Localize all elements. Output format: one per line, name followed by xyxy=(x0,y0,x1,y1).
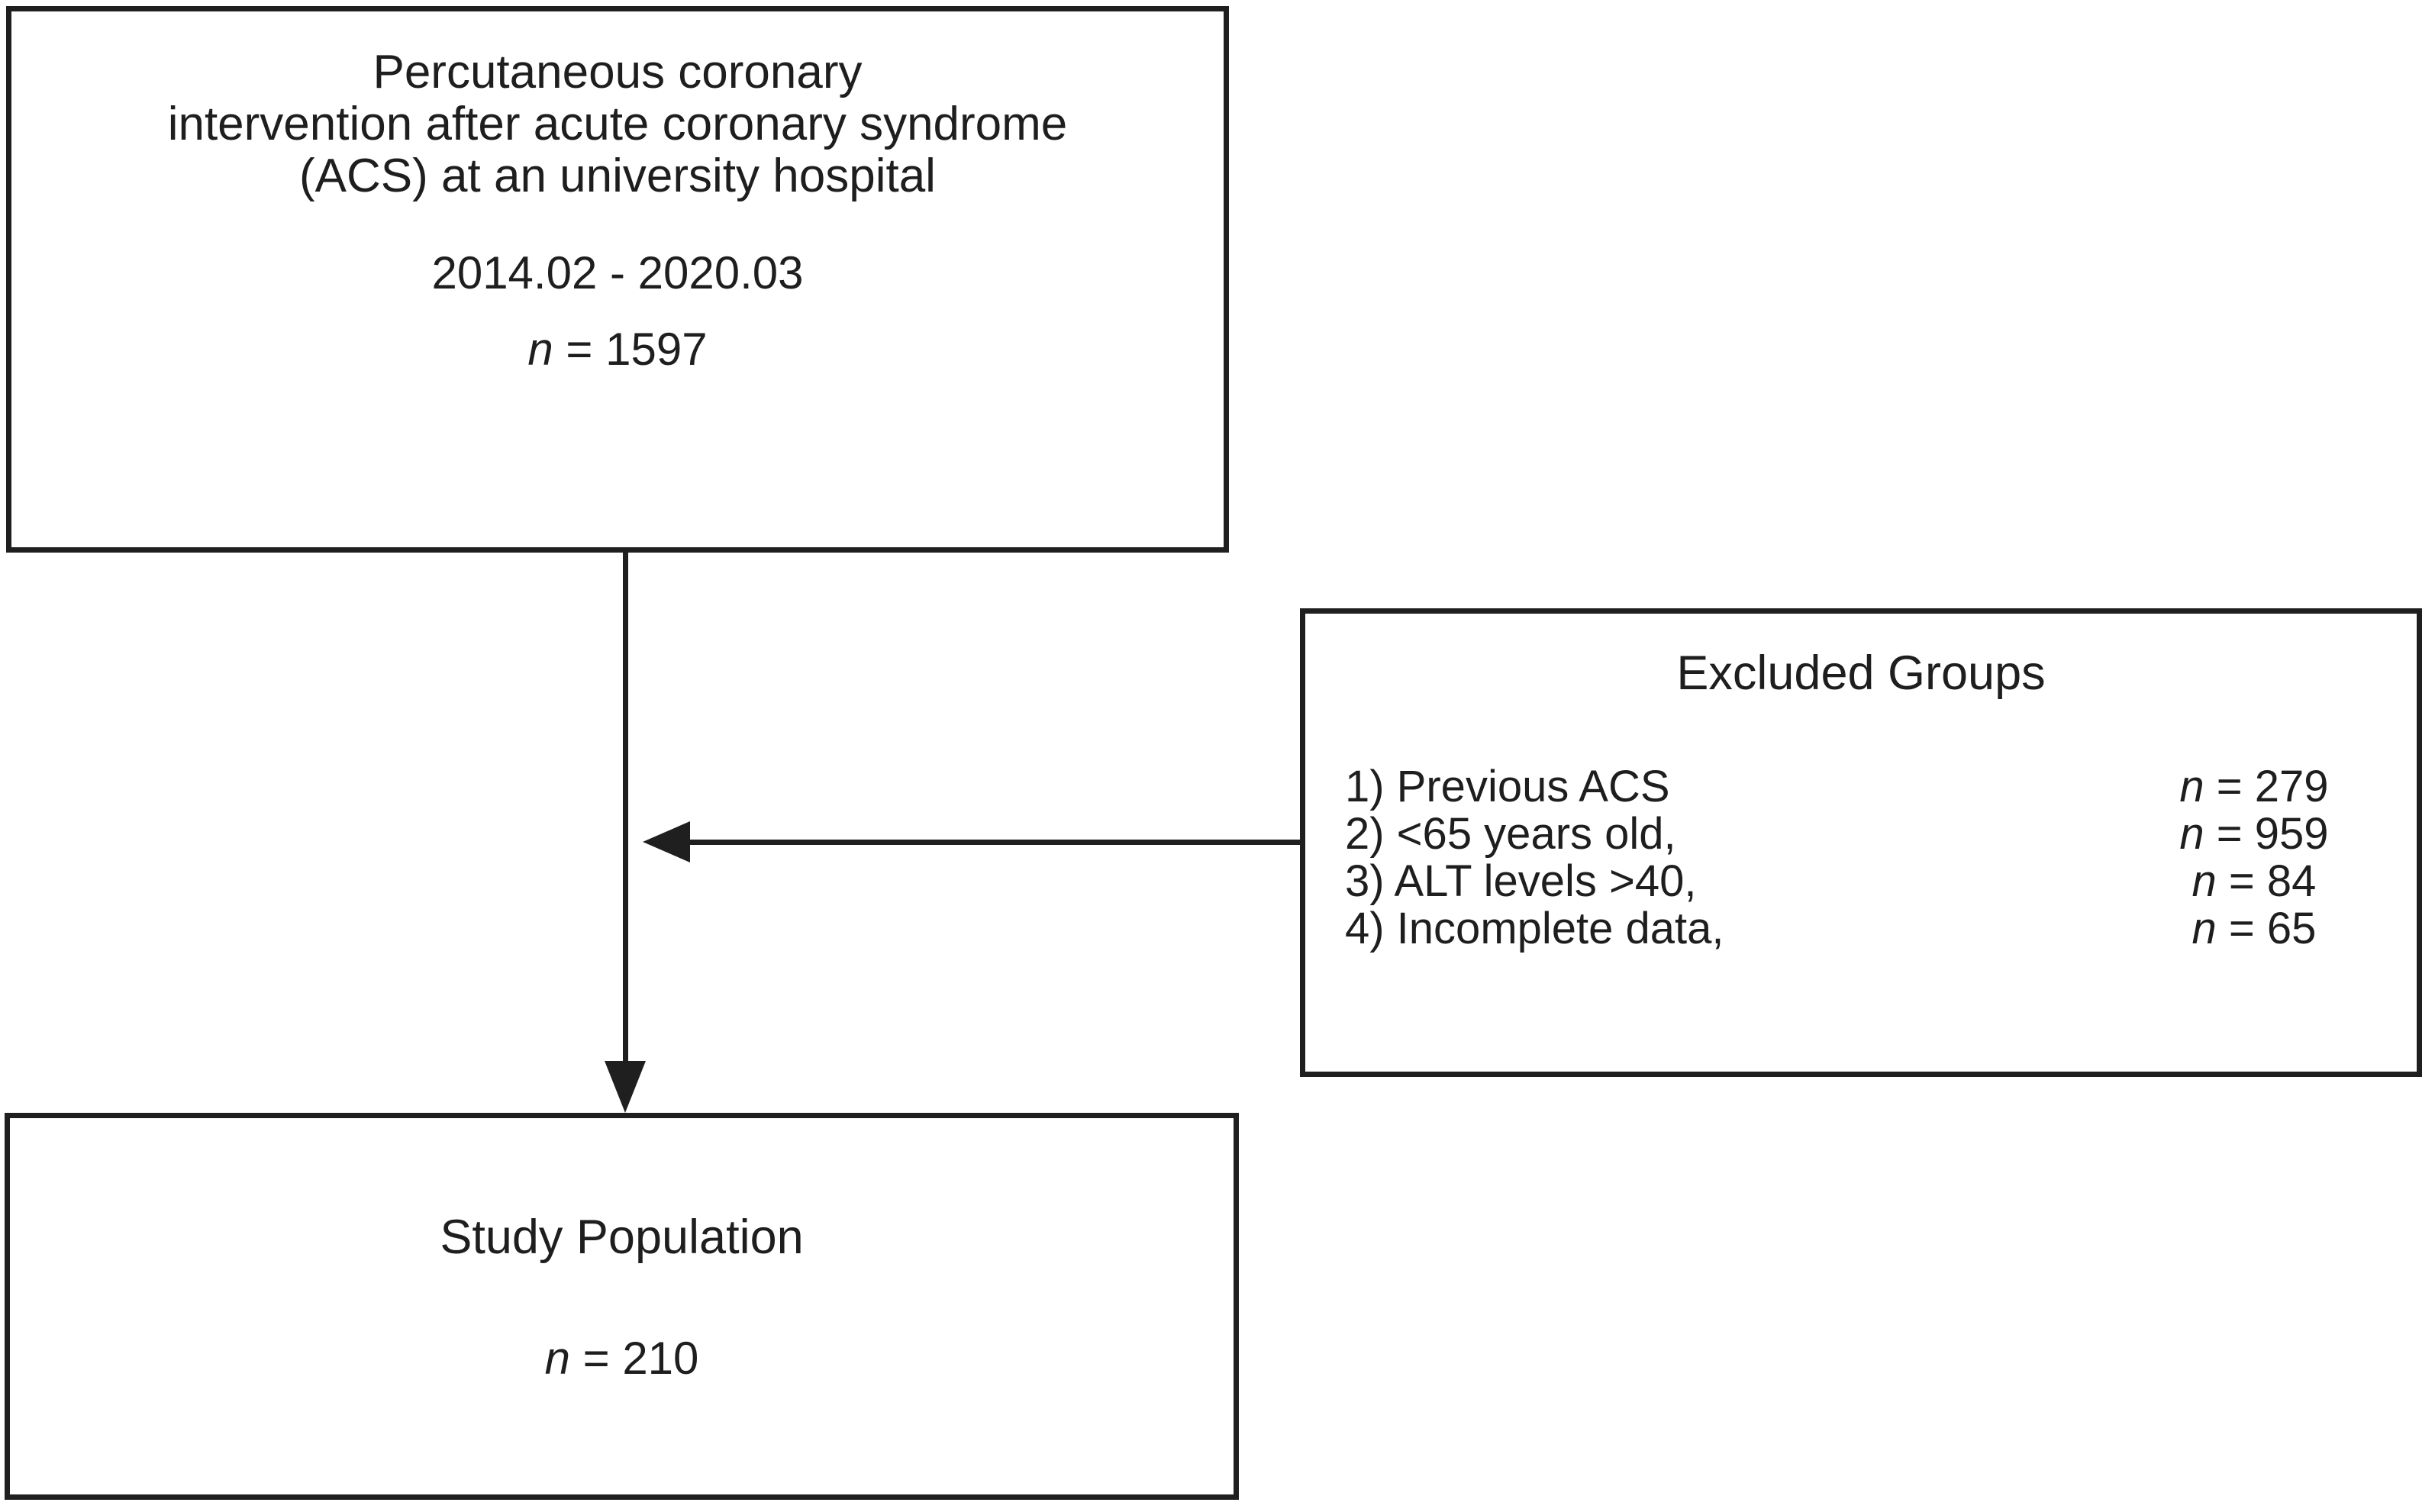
excluded-row-label: 2) <65 years old, xyxy=(1345,809,1676,859)
excluded-row-label: 3) ALT levels >40, xyxy=(1345,856,1697,906)
excluded-row-label: 4) Incomplete data, xyxy=(1345,904,1724,953)
n-value: = 84 xyxy=(2216,856,2317,906)
n-symbol: n xyxy=(2179,762,2204,811)
arrowhead-left-icon xyxy=(643,821,690,862)
excluded-row-count: n = 959 xyxy=(2159,811,2350,858)
excluded-row-count: n = 279 xyxy=(2159,763,2350,811)
source-title-line-1: Percutaneous coronary xyxy=(373,46,863,98)
n-symbol: n xyxy=(544,1333,570,1384)
n-value: = 1597 xyxy=(553,324,708,375)
excluded-row-label: 1) Previous ACS xyxy=(1345,762,1670,811)
study-population-count: n = 210 xyxy=(10,1332,1234,1385)
box-excluded-groups: Excluded Groups 1) Previous ACS n = 279 … xyxy=(1300,608,2422,1077)
box-source-population: Percutaneous coronary intervention after… xyxy=(6,6,1229,553)
n-value: = 279 xyxy=(2204,762,2329,811)
source-title-line-3: (ACS) at an university hospital xyxy=(299,150,936,202)
connector-horizontal-line xyxy=(685,840,1300,845)
excluded-row: 1) Previous ACS n = 279 xyxy=(1345,763,2350,811)
source-title-line-2: intervention after acute coronary syndro… xyxy=(167,98,1068,150)
study-period: 2014.02 - 2020.03 xyxy=(431,247,804,298)
n-symbol: n xyxy=(2179,809,2204,859)
excluded-groups-list: 1) Previous ACS n = 279 2) <65 years old… xyxy=(1345,763,2350,953)
connector-vertical-line xyxy=(623,553,628,1062)
n-symbol: n xyxy=(2192,856,2217,906)
arrowhead-down-icon xyxy=(605,1061,646,1113)
n-symbol: n xyxy=(2192,904,2217,953)
excluded-row-count: n = 65 xyxy=(2159,905,2350,953)
source-population-count: n = 1597 xyxy=(11,323,1224,376)
n-value: = 959 xyxy=(2204,809,2329,859)
excluded-row: 2) <65 years old, n = 959 xyxy=(1345,811,2350,858)
excluded-row-count: n = 84 xyxy=(2159,858,2350,905)
excluded-row: 4) Incomplete data, n = 65 xyxy=(1345,905,2350,953)
n-value: = 65 xyxy=(2216,904,2317,953)
box-study-population: Study Population n = 210 xyxy=(5,1113,1239,1500)
excluded-groups-title: Excluded Groups xyxy=(1676,646,2046,700)
n-value: = 210 xyxy=(569,1333,699,1384)
study-population-title: Study Population xyxy=(440,1211,804,1264)
source-population-title: Percutaneous coronary intervention after… xyxy=(11,47,1224,202)
excluded-row: 3) ALT levels >40, n = 84 xyxy=(1345,858,2350,905)
n-symbol: n xyxy=(527,324,553,375)
